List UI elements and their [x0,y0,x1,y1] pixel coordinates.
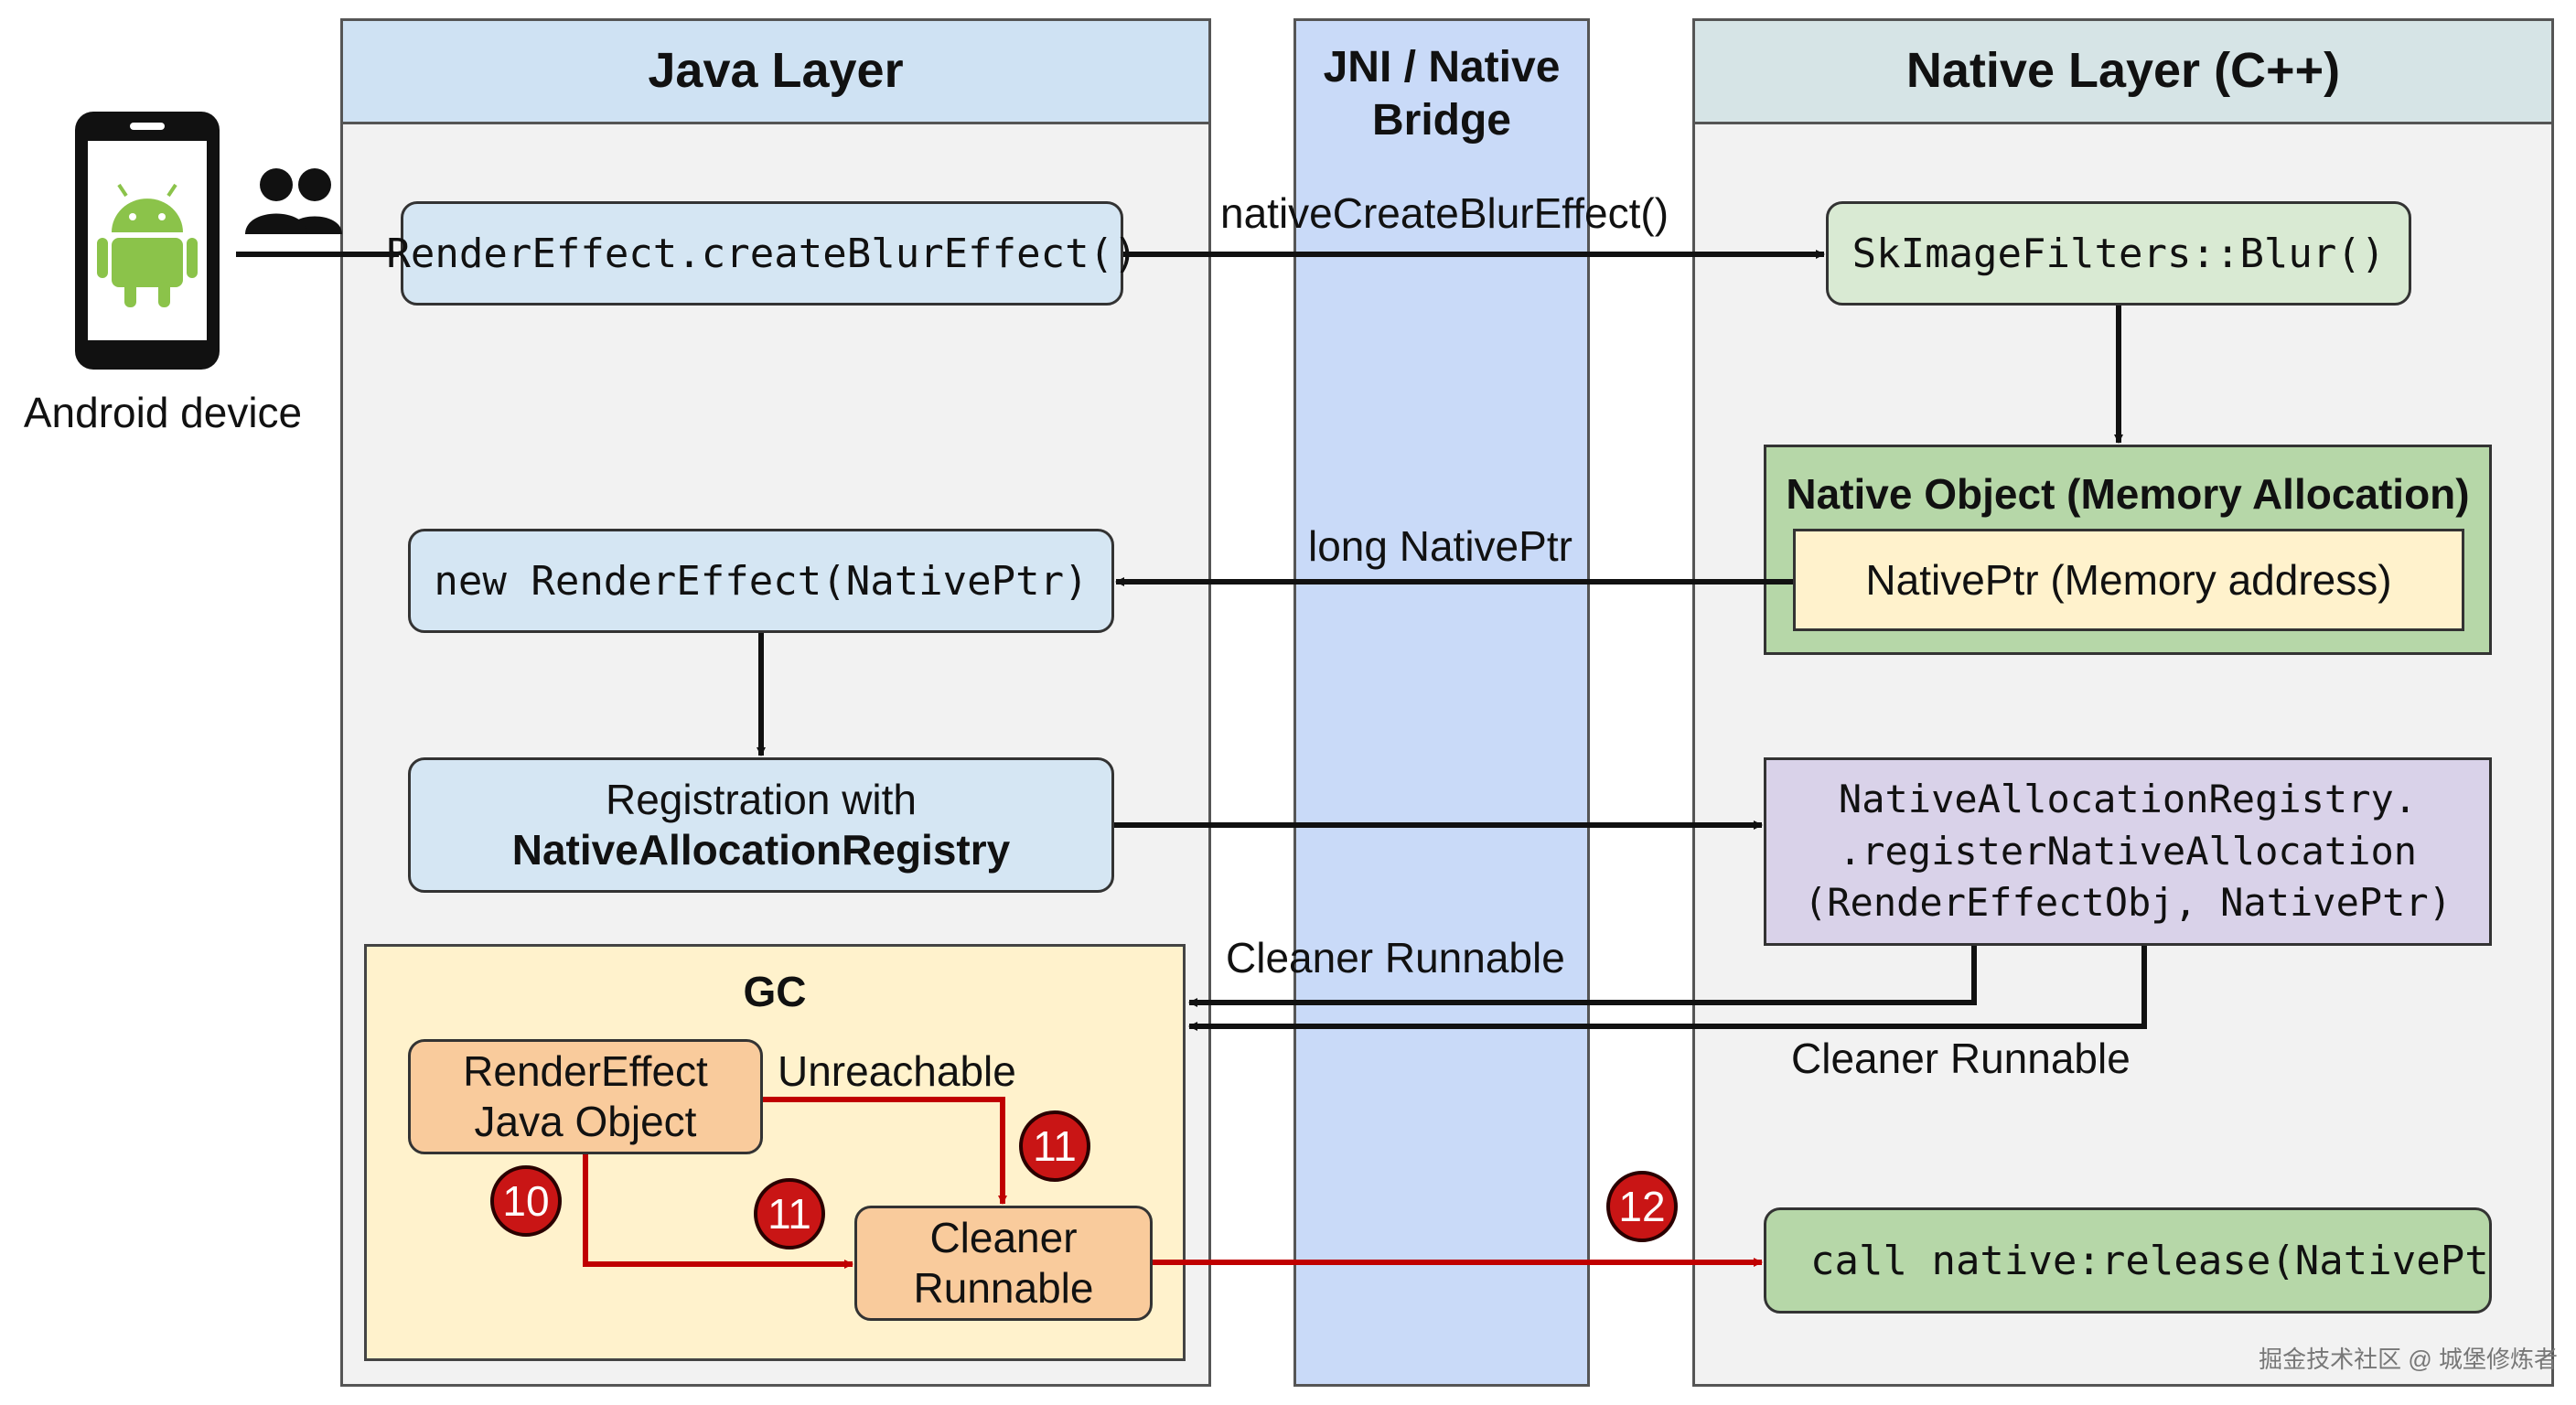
sk-blur-label: SkImageFilters::Blur() [1852,230,2386,277]
java-object-label-line1: RenderEffect [463,1046,708,1095]
native-create-label: nativeCreateBlurEffect() [1220,189,1669,237]
java-object-label-line2: Java Object [474,1098,697,1145]
long-ptr-label: long NativePtr [1308,522,1572,570]
cleaner-runnable-top-label: Cleaner Runnable [1226,934,1565,981]
android-device-label: Android device [23,389,303,436]
cleaner-runnable-label-line2: Runnable [913,1264,1094,1312]
android-phone-icon [75,112,220,370]
users-icon [245,168,342,234]
create-blur-effect-label: RenderEffect.createBlurEffect() [386,230,1138,277]
native-registry-line2: .registerNativeAllocation [1838,828,2418,874]
jni-bridge-header: JNI / Native Bridge [1296,21,1587,146]
java-layer-title: Java Layer [648,43,904,99]
cleaner-runnable-top-arrow [1188,946,1977,1007]
native-object-title: Native Object (Memory Allocation) [1786,470,2470,518]
jni-bridge-title-line2: Bridge [1371,95,1511,145]
object-to-cleaner-arrow [583,1154,853,1269]
unreachable-label: Unreachable [778,1047,1016,1095]
native-layer-header: Native Layer (C++) [1695,21,2551,124]
cleaner-runnable-bottom-label: Cleaner Runnable [1791,1035,2131,1082]
native-release-box: call native:release(NativePtr [1764,1207,2492,1314]
native-registry-box: NativeAllocationRegistry. .registerNativ… [1764,757,2492,946]
step-badge-10: 10 [490,1165,562,1237]
gc-title: GC [743,968,807,1015]
native-ptr-box: NativePtr (Memory address) [1793,529,2464,631]
java-object-box: RenderEffect Java Object [408,1039,763,1154]
registration-box: Registration with NativeAllocationRegist… [408,757,1114,893]
jni-bridge-title-line1: JNI / Native [1323,43,1561,91]
native-registry-line3: (RenderEffectObj, NativePtr) [1803,880,2452,926]
sk-blur-box: SkImageFilters::Blur() [1826,201,2411,306]
native-release-label: call native:release(NativePtr [1810,1237,2492,1284]
step-badge-12: 12 [1606,1171,1678,1242]
unreachable-arrow [763,1097,1007,1205]
step-badge-11-left: 11 [754,1178,825,1249]
create-blur-effect-box: RenderEffect.createBlurEffect() [386,201,1138,306]
native-registry-line1: NativeAllocationRegistry. [1838,776,2418,821]
java-layer-header: Java Layer [343,21,1208,124]
cleaner-runnable-label-line1: Cleaner [929,1213,1078,1261]
registration-label-line1: Registration with [605,775,918,823]
watermark: 掘金技术社区 @ 城堡修炼者 [2259,1346,2558,1373]
step-badge-11-right: 11 [1019,1110,1090,1182]
native-ptr-label: NativePtr (Memory address) [1865,556,2392,604]
registration-label-line2: NativeAllocationRegistry [511,826,1011,874]
new-render-effect-box: new RenderEffect(NativePtr) [408,529,1114,633]
cleaner-runnable-box: Cleaner Runnable [854,1206,1153,1321]
android-robot-icon [97,183,198,307]
new-render-effect-label: new RenderEffect(NativePtr) [434,557,1089,605]
jni-bridge-lane: JNI / Native Bridge [1293,18,1590,1387]
cleaner-runnable-bottom-arrow [1188,946,2147,1031]
native-layer-title: Native Layer (C++) [1905,43,2341,99]
